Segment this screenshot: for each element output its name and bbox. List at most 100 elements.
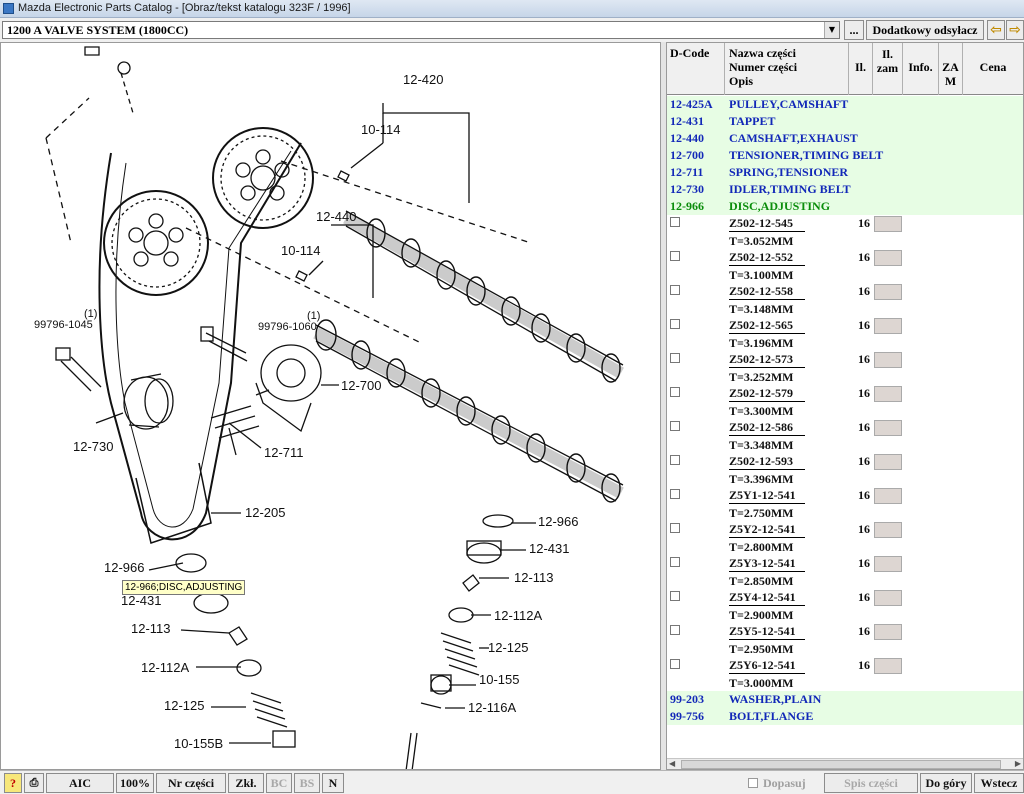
part-number[interactable]: Z502-12-579: [729, 386, 805, 402]
parts-list-button[interactable]: Spis części: [824, 773, 918, 793]
scroll-right-icon[interactable]: ▶: [1014, 759, 1021, 768]
col-zam[interactable]: ZA M: [939, 43, 963, 95]
callout-12-431-right[interactable]: 12-431: [529, 541, 570, 556]
order-qty-input[interactable]: [874, 590, 902, 606]
callout-12-440[interactable]: 12-440: [316, 209, 357, 224]
callout-10-114-lower[interactable]: 10-114: [281, 243, 321, 258]
part-checkbox[interactable]: [670, 455, 680, 465]
part-checkbox[interactable]: [670, 353, 680, 363]
scrollbar-thumb[interactable]: [681, 760, 1001, 769]
part-number[interactable]: Z502-12-593: [729, 454, 805, 470]
scroll-left-icon[interactable]: ◀: [669, 759, 676, 768]
col-qty[interactable]: Il.: [849, 43, 873, 95]
order-qty-input[interactable]: [874, 556, 902, 572]
part-checkbox[interactable]: [670, 421, 680, 431]
callout-12-431-left[interactable]: 12-431: [121, 593, 162, 608]
exploded-diagram[interactable]: 12-420 10-114 12-440 10-114 (1) 99796-10…: [0, 42, 661, 770]
part-checkbox[interactable]: [670, 591, 680, 601]
part-checkbox[interactable]: [670, 557, 680, 567]
back-button[interactable]: Wstecz: [974, 773, 1024, 793]
callout-12-205[interactable]: 12-205: [245, 505, 286, 520]
callout-12-113-right[interactable]: 12-113: [514, 570, 554, 585]
part-number[interactable]: Z502-12-552: [729, 250, 805, 266]
browse-button[interactable]: ...: [844, 20, 864, 40]
order-qty-input[interactable]: [874, 420, 902, 436]
part-number[interactable]: Z502-12-558: [729, 284, 805, 300]
callout-12-420[interactable]: 12-420: [403, 72, 444, 87]
col-info[interactable]: Info.: [903, 43, 939, 95]
order-qty-input[interactable]: [874, 522, 902, 538]
part-checkbox[interactable]: [670, 489, 680, 499]
part-checkbox[interactable]: [670, 523, 680, 533]
callout-12-730[interactable]: 12-730: [73, 439, 114, 454]
bs-button[interactable]: BS: [294, 773, 320, 793]
callout-10-114[interactable]: 10-114: [361, 122, 401, 137]
callout-10-155b[interactable]: 10-155B: [174, 736, 224, 751]
col-price[interactable]: Cena: [979, 60, 1007, 74]
part-checkbox[interactable]: [670, 625, 680, 635]
fit-checkbox[interactable]: [748, 778, 758, 788]
part-checkbox[interactable]: [670, 387, 680, 397]
arrow-right-icon[interactable]: ⇨: [1006, 20, 1024, 40]
order-qty-input[interactable]: [874, 386, 902, 402]
order-qty-input[interactable]: [874, 488, 902, 504]
chevron-down-icon[interactable]: ▼: [824, 22, 839, 38]
zoom-button[interactable]: 100%: [116, 773, 154, 793]
order-qty-input[interactable]: [874, 284, 902, 300]
part-number[interactable]: Z502-12-573: [729, 352, 805, 368]
callout-12-966-right[interactable]: 12-966: [538, 514, 579, 529]
callout-12-125-right[interactable]: 12-125: [488, 640, 529, 655]
section-select[interactable]: 1200 A VALVE SYSTEM (1800CC) ▼: [2, 21, 840, 39]
horizontal-scrollbar[interactable]: ◀ ▶: [667, 758, 1023, 769]
callout-12-112a-right[interactable]: 12-112A: [494, 608, 543, 623]
callout-10-155-right[interactable]: 10-155: [479, 672, 520, 687]
order-qty-input[interactable]: [874, 216, 902, 232]
extra-reference-button[interactable]: Dodatkowy odsyłacz: [866, 20, 984, 40]
panel-splitter[interactable]: [661, 42, 666, 770]
part-checkbox[interactable]: [670, 659, 680, 669]
part-number-button[interactable]: Nr części: [156, 773, 226, 793]
col-dcode[interactable]: D-Code: [667, 43, 725, 95]
col-name[interactable]: Nazwa części Numer części Opis: [725, 43, 849, 95]
order-qty-input[interactable]: [874, 250, 902, 266]
callout-12-125-left[interactable]: 12-125: [164, 698, 205, 713]
help-button[interactable]: ?: [4, 773, 22, 793]
callout-99796-1060[interactable]: 99796-1060: [258, 321, 317, 333]
order-qty-input[interactable]: [874, 658, 902, 674]
callout-99796-1045[interactable]: 99796-1045: [34, 319, 93, 331]
part-number[interactable]: Z5Y3-12-541: [729, 556, 805, 572]
aic-button[interactable]: AIC: [46, 773, 114, 793]
order-qty-input[interactable]: [874, 318, 902, 334]
assembly-button[interactable]: Zkł.: [228, 773, 264, 793]
top-button[interactable]: Do góry: [920, 773, 972, 793]
callout-12-113-left[interactable]: 12-113: [131, 621, 171, 636]
callout-12-116a[interactable]: 12-116A: [468, 700, 517, 715]
part-number[interactable]: Z5Y5-12-541: [729, 624, 805, 640]
part-checkbox[interactable]: [670, 251, 680, 261]
part-number[interactable]: Z502-12-545: [729, 216, 805, 232]
col-order-qty[interactable]: Il. zam: [873, 43, 903, 95]
printer-icon[interactable]: ⎙: [24, 773, 44, 793]
callout-12-711[interactable]: 12-711: [264, 445, 304, 460]
